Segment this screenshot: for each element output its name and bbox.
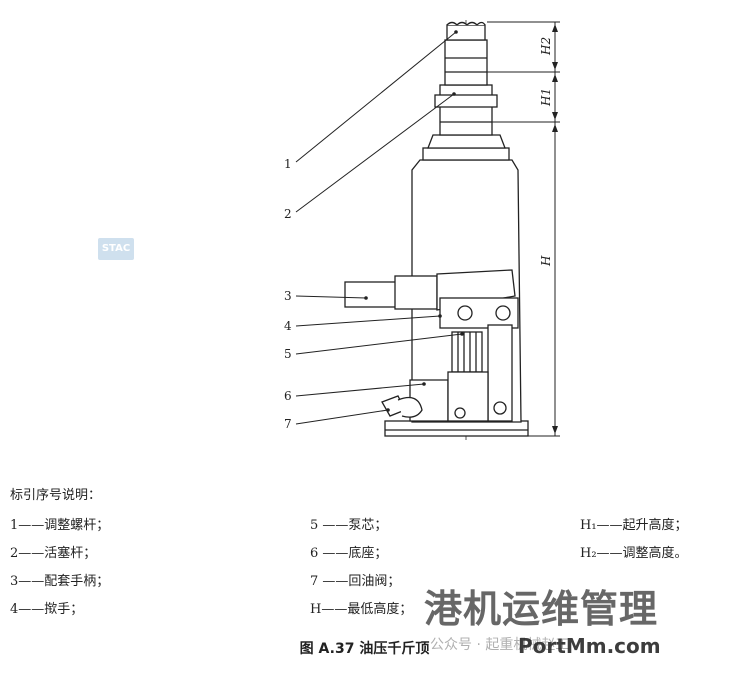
legend-item: H₂——调整高度。 — [580, 546, 688, 561]
callout-2: 2 — [284, 207, 292, 221]
legend-title: 标引序号说明： — [10, 488, 102, 503]
release-valve — [381, 395, 423, 418]
watermark-title: 港机运维管理 — [424, 587, 659, 631]
pump-core — [451, 324, 513, 422]
callout-5: 5 — [284, 347, 292, 361]
legend-item: 2——活塞杆； — [10, 546, 97, 561]
dimension-h: H — [539, 255, 553, 267]
legend-item: 4——揿手； — [10, 602, 84, 617]
dimension-h2: H2 — [539, 37, 553, 56]
base-plate — [384, 420, 529, 437]
callout-3: 3 — [284, 289, 292, 303]
handle — [344, 269, 516, 311]
legend-item: H——最低高度； — [310, 602, 413, 617]
adjusting-screw — [444, 21, 488, 86]
hydraulic-jack-drawing: H2 H1 H 1 2 3 4 5 6 7 — [284, 20, 560, 440]
watermark-subtitle: 公众号 · 起重机械赵工 — [430, 637, 570, 653]
legend-item: 7 ——回油阀； — [310, 574, 401, 589]
legend-item: 6 ——底座； — [310, 546, 388, 561]
pump-lever — [439, 297, 519, 329]
dimension-h1: H1 — [539, 88, 553, 107]
figure-caption: 图 A.37 油压千斤顶 — [299, 641, 430, 657]
callout-7: 7 — [284, 417, 292, 431]
callout-6: 6 — [284, 389, 292, 403]
callout-1: 1 — [284, 157, 292, 171]
callout-4: 4 — [284, 319, 292, 333]
base-housing — [409, 371, 489, 422]
piston-rod — [434, 84, 498, 136]
legend-item: 5 ——泵芯； — [310, 518, 388, 533]
watermark-url: PortMm.com — [518, 634, 661, 658]
legend-item: 3——配套手柄； — [10, 574, 110, 589]
stac-logo: STAC — [98, 238, 134, 260]
legend-item: H₁——起升高度； — [580, 518, 688, 533]
legend-item: 1——调整螺杆； — [10, 518, 110, 533]
